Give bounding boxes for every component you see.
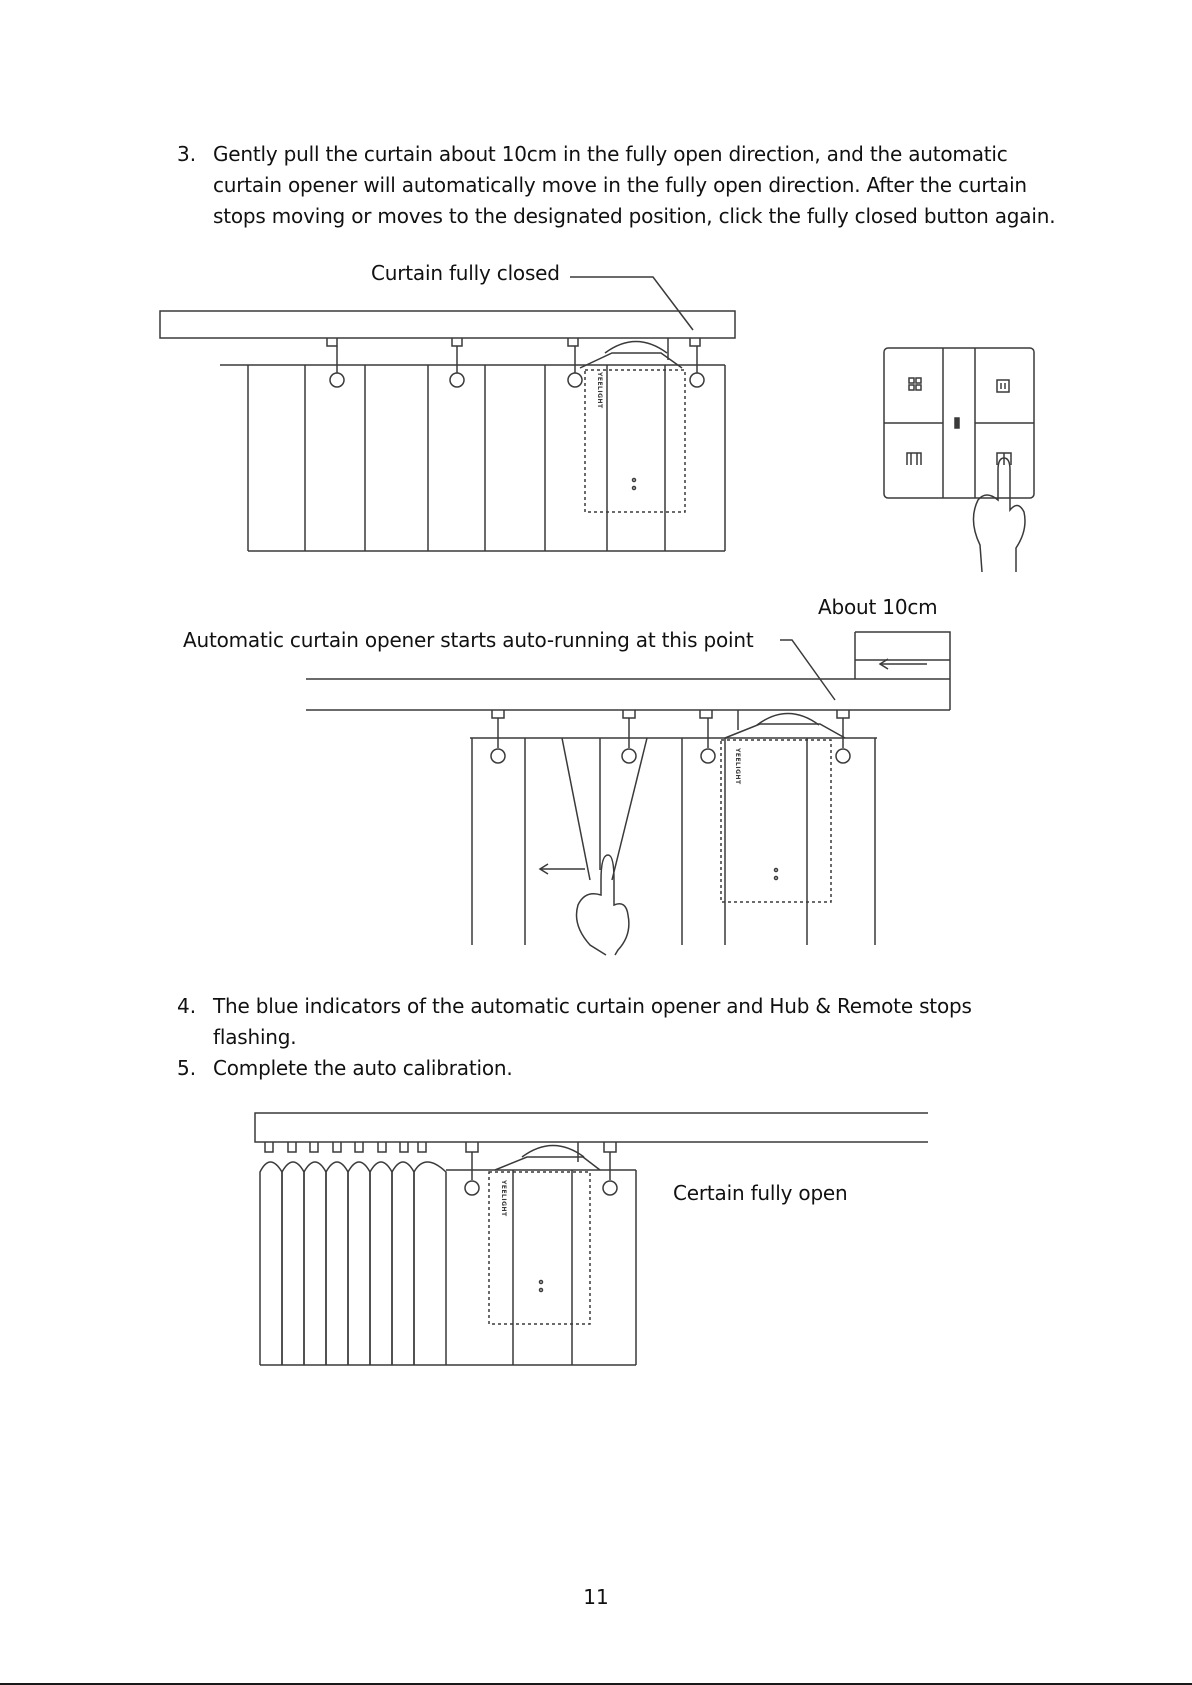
auto-running-point-label: Automatic curtain opener starts auto-run… [183, 628, 754, 652]
about-10cm-label: About 10cm [818, 595, 938, 619]
curtain-open-figure: YEELIGHT [254, 1112, 928, 1366]
pull-brand-text: YEELIGHT [734, 747, 741, 785]
page-number: 11 [583, 1585, 609, 1609]
step-3-line-2: curtain opener will automatically move i… [213, 173, 1027, 197]
closed-brand-text: YEELIGHT [596, 371, 603, 409]
curtain-pull-figure: YEELIGHT [306, 631, 951, 956]
page-bottom-rule [0, 1683, 1192, 1685]
step-4-line-1: The blue indicators of the automatic cur… [213, 994, 972, 1018]
step-3-line-1: Gently pull the curtain about 10cm in th… [213, 142, 1008, 166]
step-3-line-3: stops moving or moves to the designated … [213, 204, 1056, 228]
curtain-fully-closed-label: Curtain fully closed [371, 261, 560, 285]
curtain-closed-figure: YEELIGHT [159, 276, 1035, 573]
step-4-line-2: flashing. [213, 1025, 297, 1049]
open-brand-text: YEELIGHT [500, 1179, 507, 1217]
step-4-number: 4. [177, 994, 197, 1018]
step-5-line-1: Complete the auto calibration. [213, 1056, 513, 1080]
step-3-number: 3. [177, 142, 197, 166]
step-5-number: 5. [177, 1056, 197, 1080]
certain-fully-open-label: Certain fully open [673, 1181, 848, 1205]
